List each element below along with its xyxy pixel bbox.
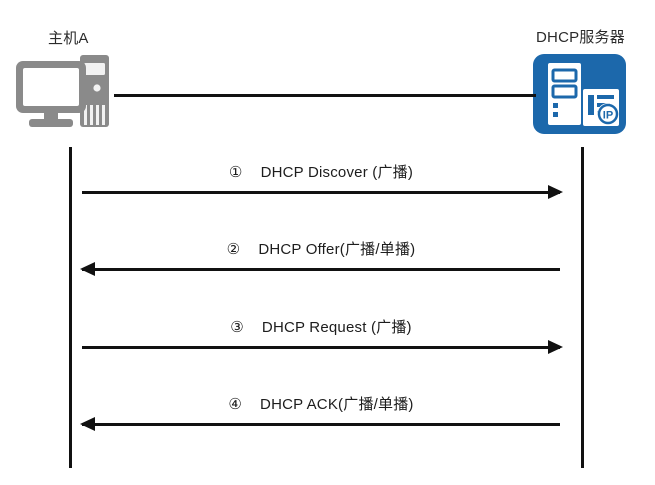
message-2-line bbox=[82, 268, 560, 271]
dhcp-server-icon: IP bbox=[533, 54, 626, 134]
message-1-number: ① bbox=[228, 164, 243, 181]
message-3-number: ③ bbox=[230, 319, 244, 336]
message-2-label: ② DHCP Offer(广播/单播) bbox=[82, 238, 560, 259]
message-1-line bbox=[82, 191, 560, 194]
message-3-arrowhead-right bbox=[548, 340, 563, 354]
message-2-text: DHCP Offer(广播/单播) bbox=[258, 241, 416, 258]
message-2-arrowhead-left bbox=[80, 262, 95, 276]
message-3-text: DHCP Request (广播) bbox=[261, 319, 412, 336]
desktop-computer-icon bbox=[14, 55, 118, 133]
message-3-line bbox=[82, 346, 560, 349]
server-label: DHCP服务器 bbox=[536, 29, 625, 46]
message-2-number: ② bbox=[226, 241, 241, 258]
server-ip-badge-text: IP bbox=[603, 110, 613, 122]
host-label: 主机A bbox=[48, 30, 89, 47]
message-4-number: ④ bbox=[228, 396, 243, 413]
lifeline-host bbox=[69, 147, 72, 468]
host-server-link-line bbox=[114, 94, 536, 97]
message-1-text: DHCP Discover (广播) bbox=[260, 164, 414, 181]
message-4-text: DHCP ACK(广播/单播) bbox=[260, 396, 414, 413]
message-4-label: ④ DHCP ACK(广播/单播) bbox=[82, 393, 560, 414]
message-4-line bbox=[82, 423, 560, 426]
message-4-arrowhead-left bbox=[80, 417, 95, 431]
lifeline-server bbox=[581, 147, 584, 468]
message-1-arrowhead-right bbox=[548, 185, 563, 199]
message-3-label: ③ DHCP Request (广播) bbox=[82, 316, 560, 337]
message-1-label: ① DHCP Discover (广播) bbox=[82, 161, 560, 182]
